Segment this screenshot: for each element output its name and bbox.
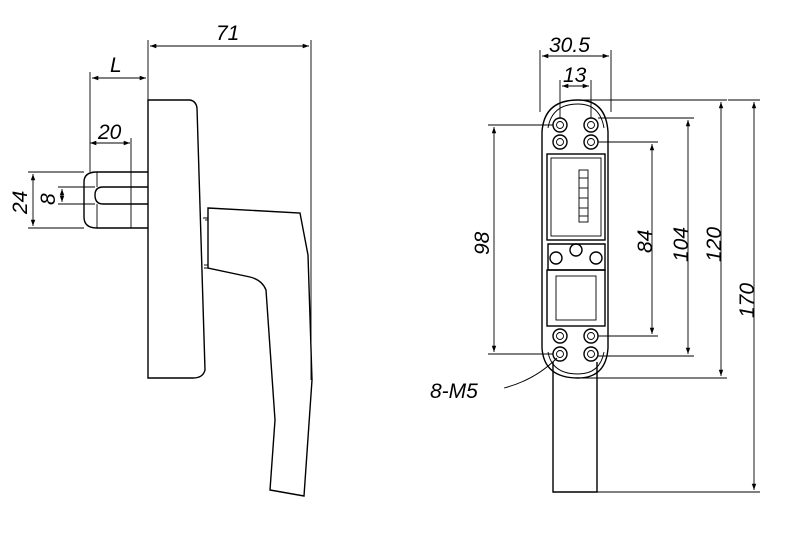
dim-84-label: 84 bbox=[634, 230, 657, 253]
dim-30-5-label: 30.5 bbox=[549, 34, 590, 57]
dim-20-label: 20 bbox=[97, 121, 122, 144]
rose-body bbox=[147, 99, 206, 379]
screw-holes-bottom bbox=[552, 328, 599, 362]
dim-13-label: 13 bbox=[563, 64, 587, 87]
screw-leader-line bbox=[503, 357, 558, 389]
side-view: 71 L 20 24 8 bbox=[9, 22, 313, 497]
dim-L-label: L bbox=[110, 54, 122, 77]
dim-8-label: 8 bbox=[37, 193, 60, 205]
front-lever bbox=[552, 362, 598, 493]
dim-120-label: 120 bbox=[703, 227, 726, 262]
dim-170-label: 170 bbox=[736, 283, 759, 318]
spring-detail bbox=[578, 169, 589, 223]
screw-holes-top bbox=[552, 117, 599, 150]
dim-24-label: 24 bbox=[9, 191, 32, 215]
dim-104-label: 104 bbox=[670, 227, 693, 262]
screw-spec-label: 8-M5 bbox=[430, 380, 478, 403]
dim-71-label: 71 bbox=[216, 22, 239, 45]
dim-98-label: 98 bbox=[471, 231, 494, 255]
spindle bbox=[83, 171, 148, 229]
front-view: 30.5 13 98 84 104 120 170 8-M5 bbox=[430, 34, 760, 493]
lever-handle bbox=[207, 207, 313, 497]
